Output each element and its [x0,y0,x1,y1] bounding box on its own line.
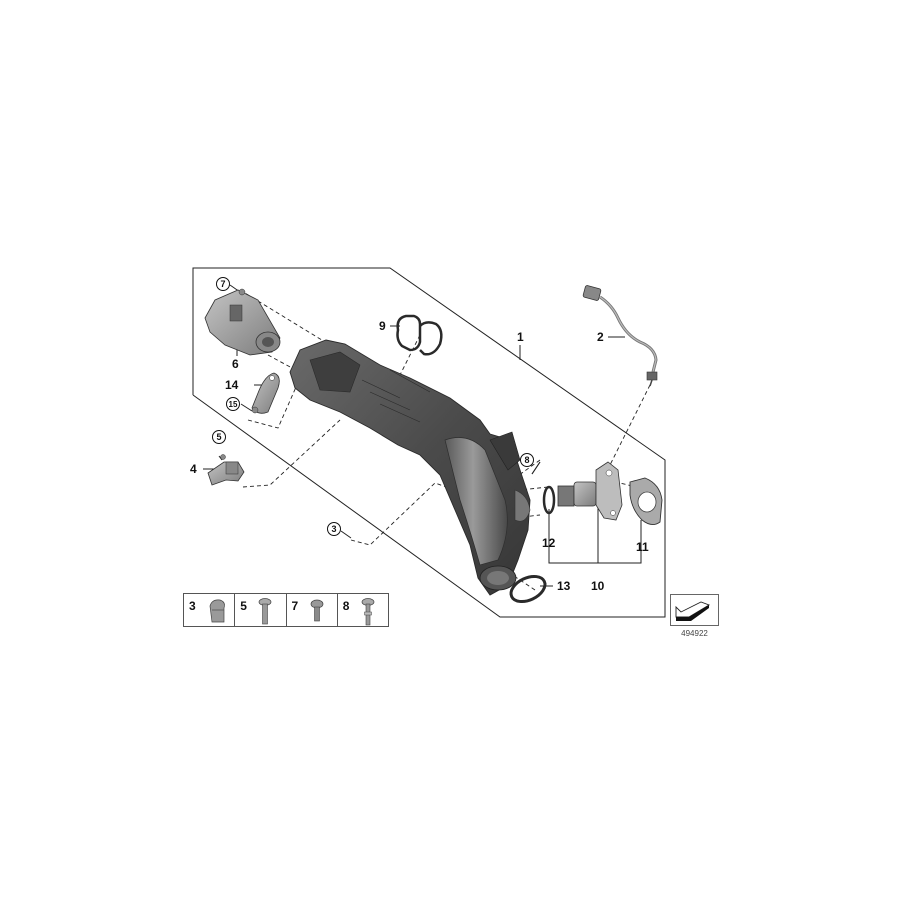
callout-15: 15 [226,397,240,411]
flange-bolt-icon [310,599,323,622]
legend-cell-3: 3 [184,594,236,626]
callout-12: 12 [542,536,556,550]
legend-cell-7: 7 [287,594,338,626]
assembly-frame [192,267,666,618]
callout-13: 13 [557,579,571,593]
callout-9: 9 [379,319,386,333]
fastener-legend: 3 5 7 8 [183,593,389,627]
reference-number: 494922 [681,629,708,638]
clip-nut-icon [209,599,225,623]
legend-cell-8: 8 [338,594,388,626]
legend-number: 8 [342,599,350,613]
orientation-arrow-box [670,594,719,626]
part-12-seal [542,485,556,515]
callout-11: 11 [636,540,649,554]
callout-7: 7 [216,277,230,291]
callout-1: 1 [517,330,524,344]
callout-4: 4 [190,462,197,476]
callout-3: 3 [327,522,341,536]
stud-bolt-icon [361,598,375,626]
callout-6: 6 [232,357,239,371]
legend-cell-5: 5 [235,594,287,626]
part-4-sensor [207,461,245,486]
legend-number: 3 [189,599,196,613]
callout-2: 2 [597,330,604,344]
part-14-bracket [251,372,280,414]
part-6-actuator [204,289,281,356]
callout-8: 8 [520,453,534,467]
part-11-gasket [629,477,663,525]
part-2-temp-sensor [582,285,658,387]
callout-10: 10 [591,579,605,593]
orientation-arrow-icon [675,601,711,621]
callout-14: 14 [225,378,239,392]
legend-number: 5 [240,599,247,613]
legend-number: 7 [291,599,299,613]
part-9-gasket [396,314,443,356]
part-10-egr-valve [557,461,623,521]
torx-bolt-icon [258,598,272,625]
callout-5: 5 [212,430,226,444]
part-13-oring [509,574,547,604]
bolt-marks [220,288,259,460]
part-1-intake-manifold [289,339,531,596]
